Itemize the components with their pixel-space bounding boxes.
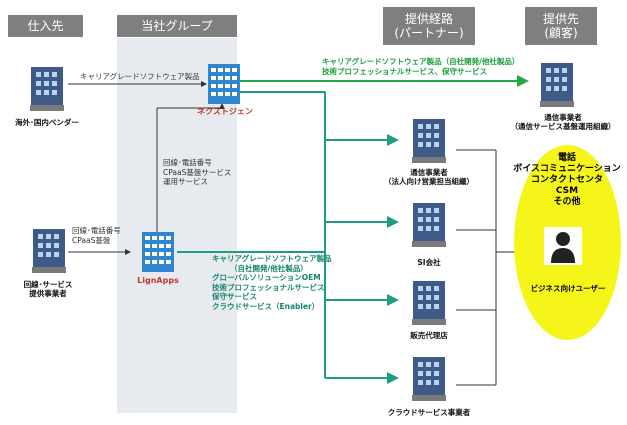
edge-lineprov-lign-2: CPaaS基盤 (72, 235, 111, 245)
line-provider-label: 回線･サービス 提供事業者 (8, 280, 88, 298)
overseas-vendor-building-icon (30, 67, 64, 111)
edge-lign-nextgen: 回線･電話番号 CPaaS基盤サービス 運用サービス (163, 158, 231, 187)
line-provider-label-2: 提供事業者 (29, 289, 67, 298)
edge-nextgen-infra: キャリアグレードソフトウェア製品（自社開発/他社製品） 技術プロフェッショナルサ… (322, 57, 519, 76)
si-label: SI会社 (417, 258, 441, 267)
telecom-corp-label: 通信事業者 （法人向け営業担当組織） (380, 168, 478, 186)
edge-lign-nextgen-2: CPaaS基盤サービス (163, 167, 232, 177)
edge-to-partners-4: 技術プロフェッショナルサービス (212, 282, 325, 292)
telecom-infra-label-1: 通信事業者 (544, 113, 582, 122)
header-group-text: 当社グループ (141, 19, 213, 33)
header-dest-line1: 提供先 (542, 12, 579, 26)
customer-line-5: その他 (553, 197, 581, 207)
edge-nextgen-infra-2: 技術プロフェッショナルサービス、保守サービス (322, 66, 487, 76)
header-destination: 提供先 (顧客) (525, 7, 597, 45)
line-provider-label-1: 回線･サービス (23, 280, 73, 289)
customer-line-3: コンタクトセンタ (530, 175, 603, 185)
si-building-icon (412, 203, 446, 247)
line-provider-building-icon (32, 229, 66, 273)
telecom-corp-building-icon (412, 119, 446, 163)
telecom-corp-label-1: 通信事業者 (410, 168, 448, 177)
customer-line-1: 電話 (557, 153, 576, 163)
edge-lineprov-lign: 回線･電話番号 CPaaS基盤 (72, 226, 121, 245)
edge-vendor-nextgen: キャリアグレードソフトウェア製品 (80, 72, 200, 81)
cloud-label: クラウドサービス事業者 (387, 408, 471, 417)
edge-to-partners-5: 保守サービス (212, 292, 257, 301)
cloud-building-icon (412, 357, 446, 401)
header-channel-line1: 提供経路 (404, 12, 453, 26)
edge-lign-nextgen-3: 運用サービス (163, 177, 208, 186)
customer-categories: 電話 ボイスコミュニケーション コンタクトセンタ CSM その他 (508, 153, 626, 208)
lignapps-label: LignApps (137, 276, 179, 285)
lignapps-building-icon (142, 232, 174, 272)
header-group: 当社グループ (117, 15, 237, 37)
business-users-label: ビジネス向けユーザー (530, 284, 606, 293)
edge-to-partners-1: キャリアグレードソフトウェア製品 (212, 254, 332, 263)
header-supplier-text: 仕入先 (27, 19, 64, 33)
header-supplier: 仕入先 (8, 15, 83, 37)
telecom-infra-label: 通信事業者 （通信サービス基盤運用組織） (505, 113, 621, 131)
telecom-corp-label-2: （法人向け営業担当組織） (384, 177, 474, 186)
telecom-infra-label-2: （通信サービス基盤運用組織） (510, 122, 616, 131)
nextgen-label: ネクストジェン (197, 107, 253, 116)
customer-line-2: ボイスコミュニケーション (513, 164, 621, 174)
edge-to-partners: キャリアグレードソフトウェア製品 （自社開発/他社製品） グローバルソリューショ… (212, 254, 332, 311)
header-dest-line2: (顧客) (544, 26, 578, 40)
edge-lineprov-lign-1: 回線･電話番号 (72, 226, 121, 235)
customer-line-4: CSM (555, 186, 579, 196)
nextgen-building-icon (208, 64, 240, 104)
edge-nextgen-infra-1: キャリアグレードソフトウェア製品（自社開発/他社製品） (322, 57, 520, 66)
business-user-icon (544, 227, 582, 265)
header-channel: 提供経路 (パートナー) (383, 7, 475, 45)
telecom-infra-building-icon (540, 63, 574, 107)
reseller-label: 販売代理店 (410, 331, 448, 340)
edge-to-partners-2: （自社開発/他社製品） (230, 263, 308, 273)
overseas-vendor-label: 海外･国内ベンダー (15, 118, 79, 127)
header-channel-line2: (パートナー) (394, 26, 464, 40)
edge-to-partners-3: グローバルソリューションOEM (212, 273, 321, 282)
reseller-building-icon (412, 281, 446, 325)
edge-lign-nextgen-1: 回線･電話番号 (163, 158, 212, 167)
edge-to-partners-6: クラウドサービス（Enabler） (212, 301, 320, 311)
